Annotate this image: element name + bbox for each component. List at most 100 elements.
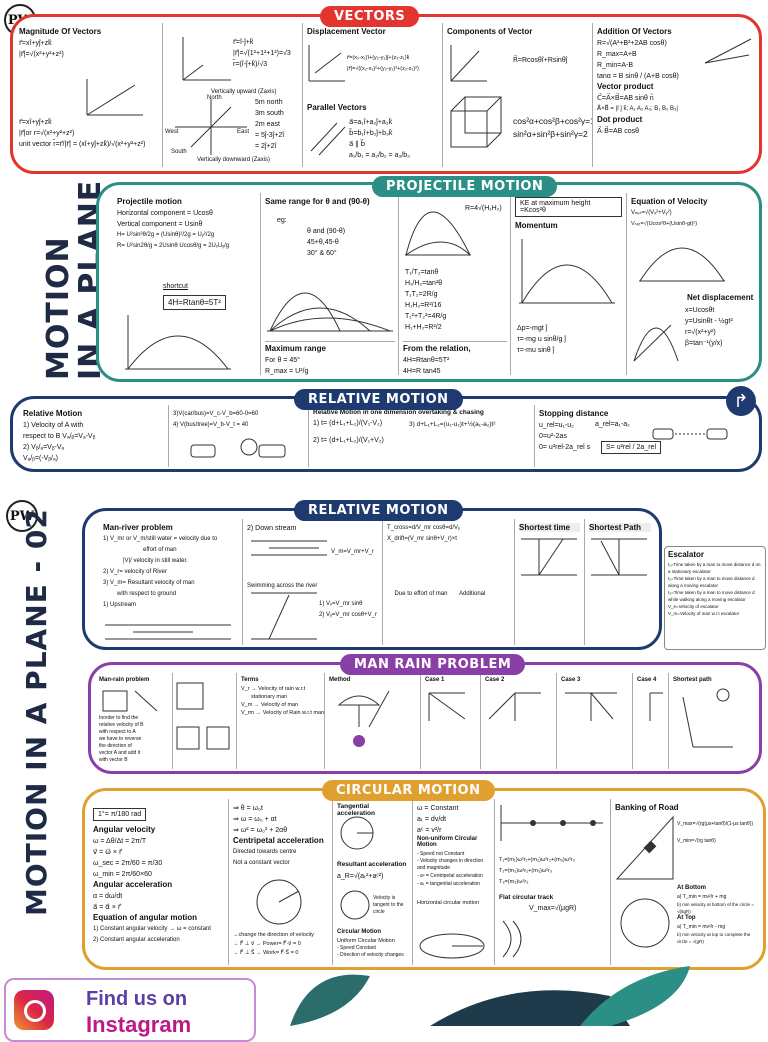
unit-line: unit vector r̂=r⃗/|r⃗| = (xî+yĵ+zk̂)/√(x… xyxy=(19,141,146,148)
flat-track-icon xyxy=(502,920,522,958)
circular-badge: CIRCULAR MOTION xyxy=(322,780,495,801)
case3-icon xyxy=(565,692,617,721)
velocity-path-icon xyxy=(639,247,725,282)
mr-line: 2) V_r= velocity of River xyxy=(103,569,167,575)
bank-line: b) min velocity at bottom of the circle … xyxy=(677,902,754,914)
mr-line: effort of man xyxy=(143,547,177,553)
overtaking-title: Relative Motion in one dimension overtak… xyxy=(313,409,484,416)
man-rain-panel: Man-rain problem Inorder to find the rel… xyxy=(88,662,762,774)
dot-product-title: Dot product xyxy=(597,115,643,124)
circ2-line: ⇒ ω² = ω₀² + 2αθ xyxy=(233,827,288,834)
relative-motion-2-panel: Man-river problem 1) V_mr or V_m/still w… xyxy=(82,508,662,650)
mag-line: r⃗=xî+yĵ+zk̂ xyxy=(19,40,52,47)
overtaking-cell: Relative Motion in one dimension overtak… xyxy=(309,405,535,467)
displacement-arc-icon xyxy=(633,324,679,362)
add-line: R_min=A-B xyxy=(597,62,633,69)
case2-icon xyxy=(488,692,541,721)
rain-method-cell: Method xyxy=(325,673,421,769)
rel1-line: respect to B Vₐ/ᵦ=Vₐ-Vᵦ xyxy=(23,433,96,440)
circ4-line: - Velocity changes in direction and magn… xyxy=(417,858,484,871)
circ1-line: ω = Δθ/Δt = 2π/T xyxy=(93,838,147,845)
eqv-line: Vₙₑₜ=√(Ucos²θ+(Usinθ-gt)²) xyxy=(631,221,698,227)
velocity-tangent-icon xyxy=(340,890,370,920)
part2-title: MOTION IN A PLANE - 02 xyxy=(20,508,53,916)
stopping-distance-cell: Stopping distance u_rel=u₁-u₂ 0=u²-2as 0… xyxy=(535,405,735,467)
vertical-circle-icon xyxy=(620,898,670,948)
circular-motion-panel: 1°= π/180 rad Angular velocity ω = Δθ/Δt… xyxy=(82,788,766,970)
vectors-magnitude-cell: Magnitude Of Vectors r⃗=xî+yĵ+zk̂ |r⃗|=√… xyxy=(15,23,163,167)
rain-case2-cell: Case 2 xyxy=(481,673,557,769)
shortcut-formula: 4H=Rtanθ=5T² xyxy=(163,295,226,310)
par-line: b⃗=b₁î+b₂ĵ+b₃k̂ xyxy=(349,130,393,137)
rel-line: H₁/H₂=tan²θ xyxy=(405,280,443,287)
netd-line: β=tan⁻¹(y/x) xyxy=(685,340,723,347)
east-label: East xyxy=(237,129,250,135)
circ2-line: →change the direction of velocity xyxy=(233,932,315,938)
par-line: a₁/b₁ = a₂/b₂ = a₃/b₃ xyxy=(349,152,411,159)
mag-line: |r⃗|=√(x²+y²+z²) xyxy=(19,51,64,58)
net-displacement-title: Net displacement xyxy=(687,293,754,302)
cross-line: X_drift=(V_mr sinθ+V_r)×t xyxy=(387,536,457,542)
components-graph-icon xyxy=(450,45,487,82)
relative-title: Relative Motion xyxy=(23,409,83,418)
decorative-leaves-icon xyxy=(290,966,690,1026)
terms-line: stationary man xyxy=(251,694,288,700)
compass-icon xyxy=(175,99,247,155)
netd-line: y=Usinθt - ½gt² xyxy=(685,318,733,325)
tangential-circle-icon xyxy=(340,816,374,850)
esc-line: t₂=Time taken by a man to move distance … xyxy=(668,576,755,588)
instagram-banner[interactable]: Find us on Instagram xyxy=(4,978,256,1042)
rain-shortest-path-cell: Shortest path xyxy=(669,673,759,769)
same-range-cell: Same range for θ and (90-θ) eg: θ and (9… xyxy=(261,193,399,375)
bank-line: V_min=√(rg tanθ) xyxy=(677,838,716,844)
relative-basic-cell: Relative Motion 1) Velocity of A with re… xyxy=(19,405,169,467)
crossing-time-cell: T_cross=d/V_mr cosθ=d/Vᵧ X_drift=(V_mr s… xyxy=(383,519,515,645)
stop-line: 0=u²-2as xyxy=(539,433,567,440)
downstream-river-icon xyxy=(251,540,327,556)
banked-road-icon xyxy=(615,815,674,880)
rel-line: H₁H₂=R²/16 xyxy=(405,302,442,309)
stop-line: 0= u²rel-2a_rel s xyxy=(539,444,591,451)
circ4-line: ω = Constant xyxy=(417,805,459,812)
cos-line: cos²α+cos²β+cos²γ=1 xyxy=(513,116,593,126)
rain-vector-icon xyxy=(102,690,158,712)
projectile-title: Projectile motion xyxy=(117,197,182,206)
terms-line: V_r → Velocity of rain w.r.t xyxy=(241,686,306,692)
rain-shortest-title: Shortest path xyxy=(673,677,712,683)
umbrella-man-icon xyxy=(337,690,390,747)
rain-intro-line: with vector B xyxy=(99,757,128,763)
horizontal-circle-icon xyxy=(419,933,485,959)
projectile-basic-cell: Projectile motion Horizontal component =… xyxy=(113,193,261,375)
circ2-line: → F⃗ ⊥ S⃗ → Work= F⃗·S⃗ = 0 xyxy=(233,950,299,956)
velocity-cell: Equation of Velocity Vₙₑₜ=√(Vₓ²+Vᵧ²) Vₙₑ… xyxy=(627,193,757,375)
upward-label: Vertically upward (Zaxis) xyxy=(211,89,277,95)
proj-line: R= U²sin2θ/g = 2Usinθ Ucosθ/g = 2UₓUᵧ/g xyxy=(117,243,230,249)
calc-line: = 2ĵ+2î xyxy=(255,143,277,150)
calc-line: 3m south xyxy=(255,110,284,117)
circ3-line: Velocity is tangent to the circle xyxy=(373,895,404,915)
upstream-river-icon xyxy=(105,624,231,640)
rel1-overtake-line: 2) t= (d+L₁+L₂)/(V₁+V₂) xyxy=(313,437,384,444)
ds-line: V_m=V_mr+V_r xyxy=(331,549,375,555)
circ1-line: 2) Constant angular acceleration xyxy=(93,937,180,943)
centripetal-title: Centripetal acceleration xyxy=(233,836,324,845)
mom-line: Δp=-mgt ĵ xyxy=(517,325,548,332)
rain-case1-cell: Case 1 xyxy=(421,673,481,769)
circ2-line: → F⃗ ⊥ v⃗ → Power= F⃗·v⃗ = 0 xyxy=(233,941,301,947)
stop-formula: S= u²rel / 2a_rel xyxy=(601,441,661,454)
terms-title: Terms xyxy=(241,677,259,683)
triangle-vector-icon xyxy=(704,38,752,64)
rain-squares-cell xyxy=(173,673,237,769)
man-river-cell: Man-river problem 1) V_mr or V_m/still w… xyxy=(99,519,243,645)
circ1-line: a⃗ = α⃗ × r⃗ xyxy=(93,904,121,911)
relation-line: 4H=Rtanθ=5T² xyxy=(403,357,450,364)
range-line: 30° & 60° xyxy=(307,250,337,257)
case4-title: Case 4 xyxy=(637,677,657,683)
escalator-title: Escalator xyxy=(668,550,705,559)
rain-intro-line: with respect to A xyxy=(99,729,136,735)
circ2-line: Not a constant vector xyxy=(233,860,290,866)
vectors-displacement-cell: Displacement Vector r⃗=(x₂-x₁)î+(y₂-y₁)ĵ… xyxy=(303,23,443,167)
mr-line: 1) Upstream xyxy=(103,602,137,608)
rain-squares-icon xyxy=(176,682,230,750)
terms-line: V_rm → Velocity of Rain w.r.t man xyxy=(241,710,325,716)
